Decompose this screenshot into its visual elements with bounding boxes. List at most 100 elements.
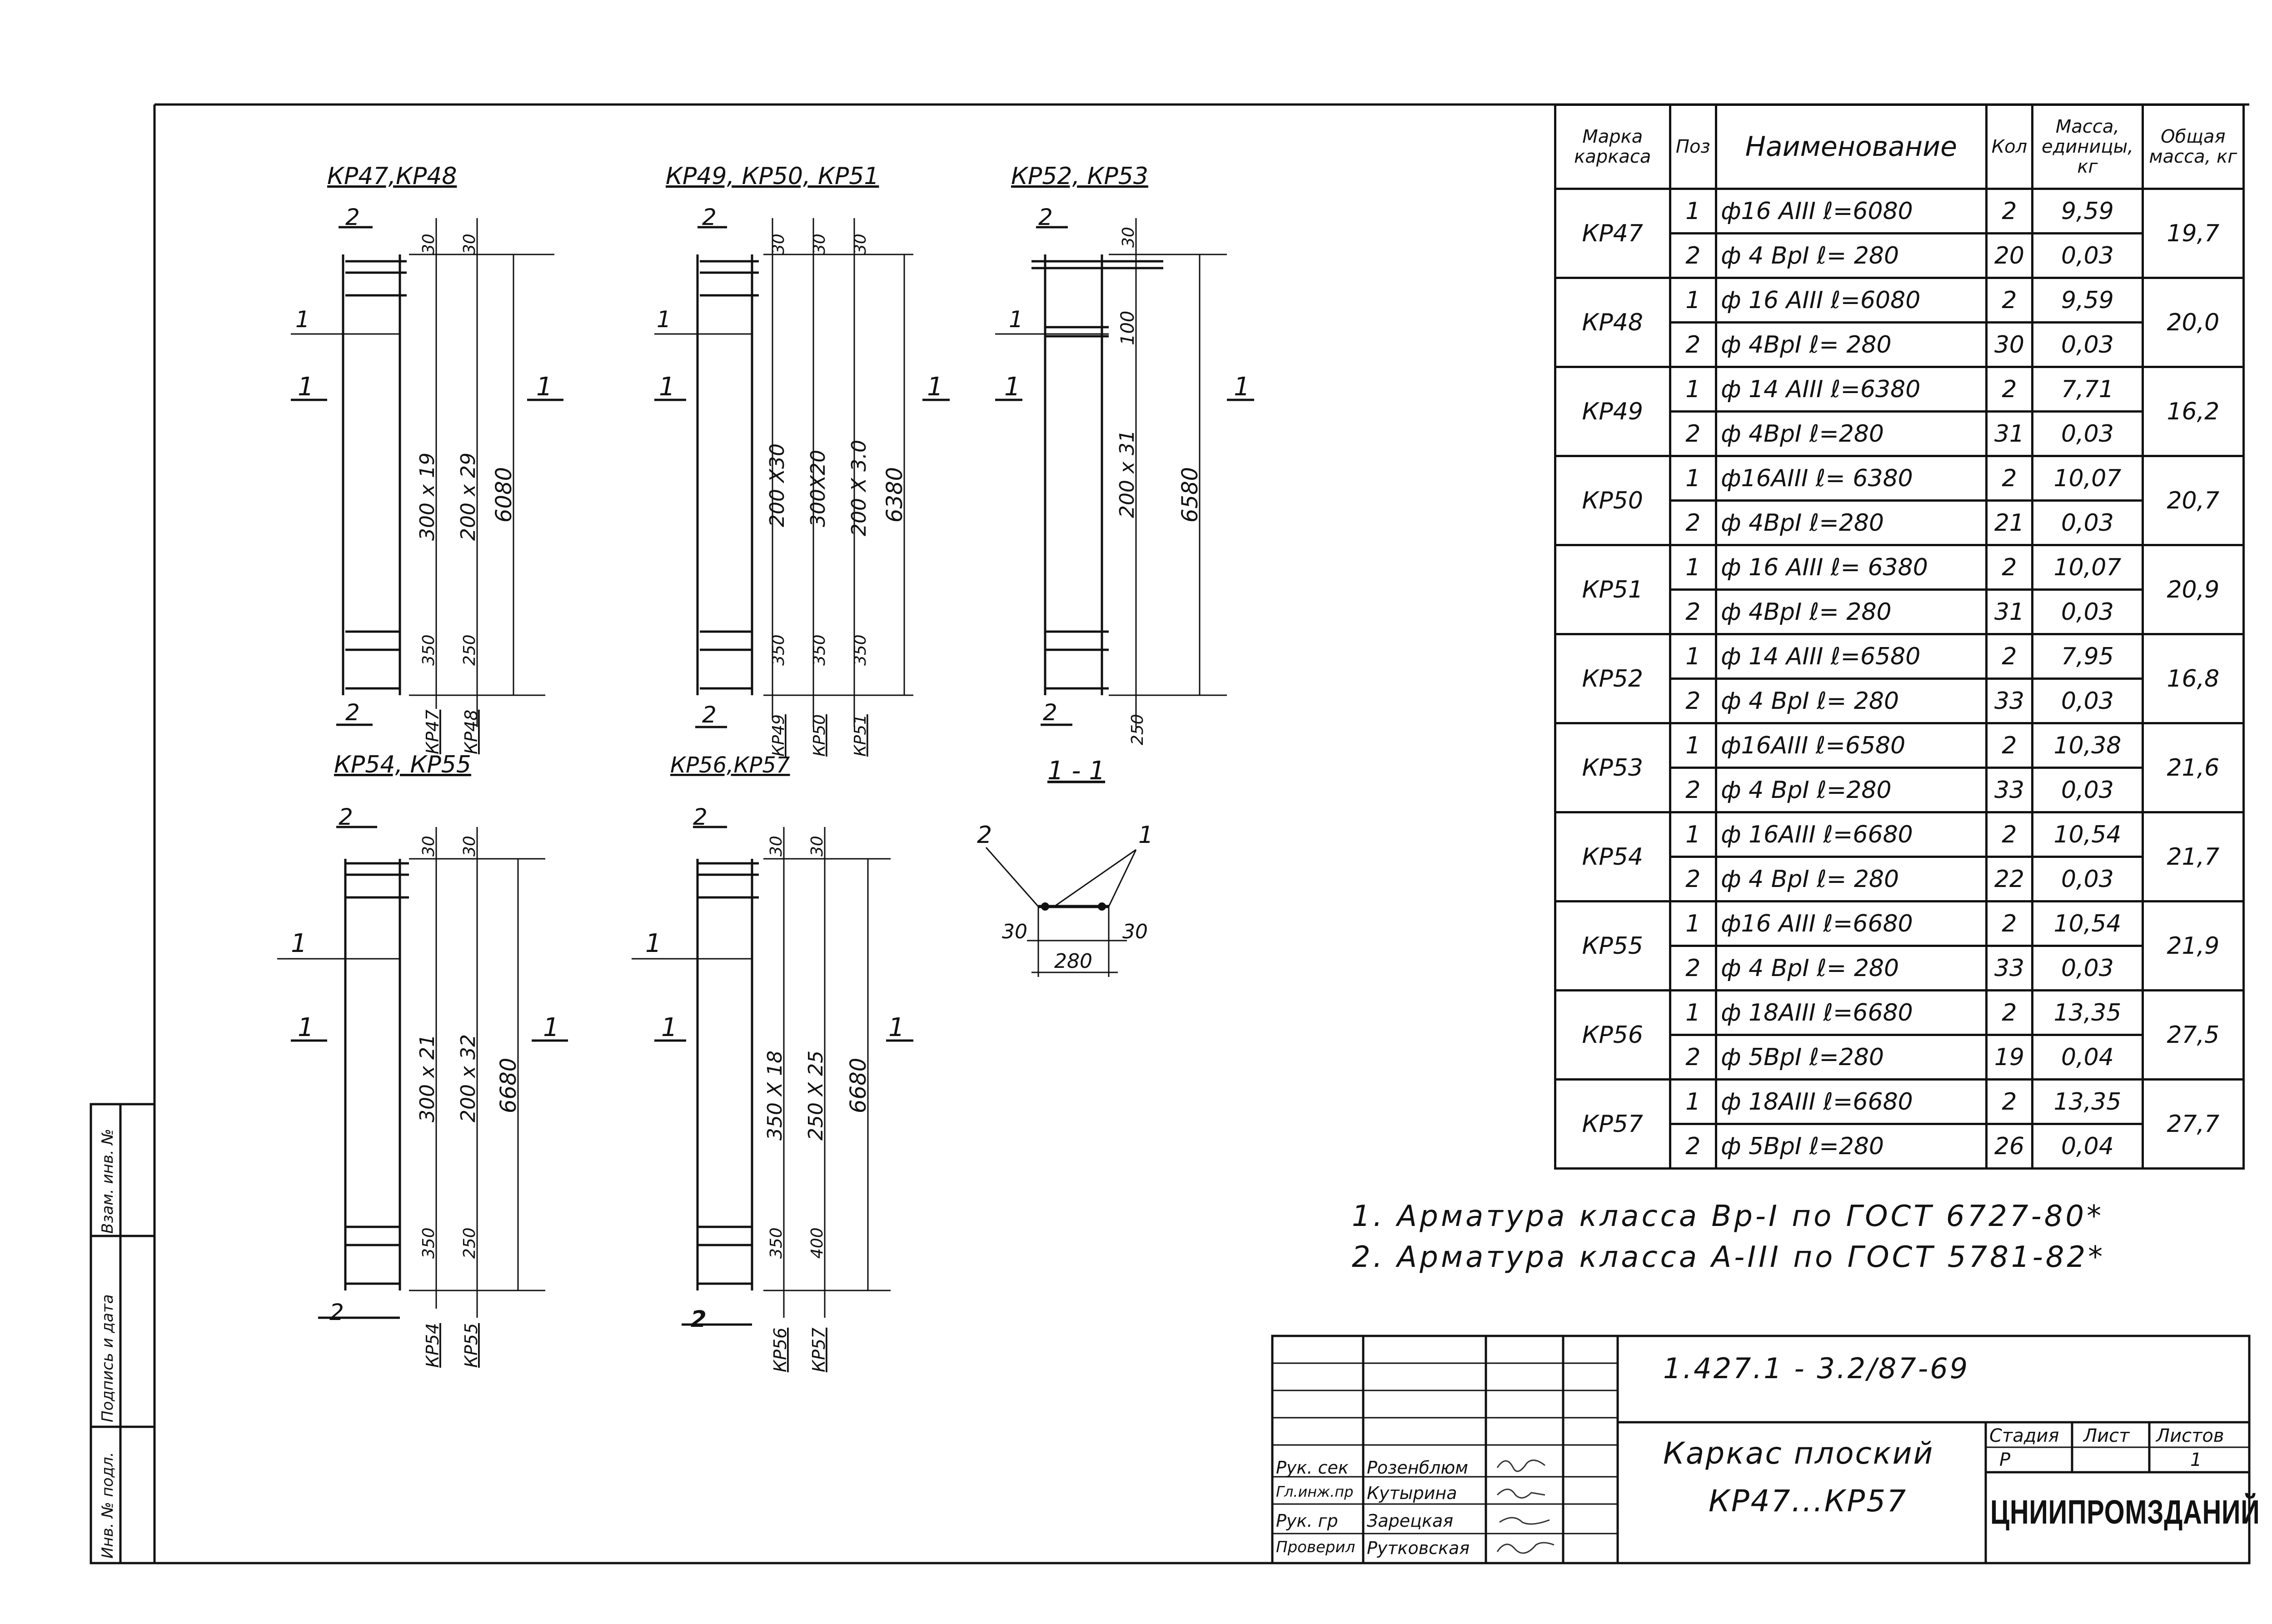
spec-mark: КР54 <box>1554 811 1671 902</box>
spec-total-mass: 20,7 <box>2141 455 2245 546</box>
callout-1-left: 1 <box>1004 372 1021 402</box>
callout-2-top: 2 <box>339 804 353 830</box>
spec-unit-mass: 0,04 <box>2031 1123 2144 1170</box>
dim-spacing-2: 200 х 31 <box>1116 430 1139 518</box>
dim-top-1: 30 <box>419 836 438 857</box>
stamp-sign-date: Подпись и дата <box>99 1294 117 1422</box>
spec-unit-mass: 10,38 <box>2031 722 2144 769</box>
spec-mark: КР56 <box>1554 989 1671 1081</box>
title-line-2: КР47...КР57 <box>1709 1484 1908 1519</box>
spec-pos: 2 <box>1669 1123 1718 1170</box>
dim-spacing-2: 250 Х 25 <box>804 1051 827 1141</box>
spec-qty: 2 <box>1985 633 2034 680</box>
dim-bottom-2: 250 <box>460 634 479 666</box>
spec-total-mass: 19,7 <box>2141 188 2245 279</box>
callout-1-upper: 1 <box>295 306 310 333</box>
stamp-inv-orig: Инв. № подл. <box>99 1452 117 1559</box>
spec-name: ф 4 ВрI ℓ= 280 <box>1715 232 1988 279</box>
spec-qty: 2 <box>1985 722 2034 769</box>
spec-pos: 1 <box>1669 544 1718 591</box>
spec-total-mass: 20,9 <box>2141 544 2245 635</box>
spec-pos: 1 <box>1669 1078 1718 1125</box>
signature-1 <box>1496 1460 1545 1472</box>
spec-pos: 1 <box>1669 455 1718 502</box>
callout-1-right: 1 <box>536 372 553 402</box>
spec-unit-mass: 7,95 <box>2031 633 2144 680</box>
callout-1-upper: 1 <box>1009 306 1023 333</box>
callout-1-right: 1 <box>1234 372 1250 402</box>
callout-2-bottom: 2 <box>702 702 717 728</box>
dim-spacing-2: 300Х20 <box>807 450 830 527</box>
dim-spacing-2: 200 х 29 <box>457 453 480 541</box>
dim-bottom-1: 350 <box>419 1227 438 1259</box>
spec-qty: 2 <box>1985 811 2034 858</box>
spec-pos: 2 <box>1669 321 1718 368</box>
callout-1-left: 1 <box>659 372 675 402</box>
spec-mark: КР52 <box>1554 633 1671 724</box>
name-3: Зарецкая <box>1367 1511 1454 1531</box>
spec-unit-mass: 0,03 <box>2031 588 2144 635</box>
spec-mark: КР53 <box>1554 722 1671 813</box>
spec-name: ф 4ВрI ℓ= 280 <box>1715 321 1988 368</box>
callout-1-upper: 1 <box>645 929 662 958</box>
spec-name: ф 4 ВрI ℓ= 280 <box>1715 856 1988 902</box>
signature-2 <box>1496 1489 1545 1499</box>
title-block-grid <box>1271 1335 2251 1564</box>
spec-pos: 1 <box>1669 188 1718 234</box>
spec-qty: 33 <box>1985 767 2034 813</box>
dim-length: 6680 <box>496 1058 521 1113</box>
spec-qty: 31 <box>1985 588 2034 635</box>
spec-name: ф 4 ВрI ℓ= 280 <box>1715 677 1988 724</box>
callout-1-left: 1 <box>298 372 314 402</box>
spec-qty: 31 <box>1985 410 2034 457</box>
frame-drawing-kp52-kp53: КР52, КР53 30 100 200 х 31 6580 250 2 <box>995 163 1254 745</box>
spec-total-mass: 16,2 <box>2141 366 2245 457</box>
org-name: ЦНИИПРОМЗДАНИЙ <box>1990 1493 2260 1531</box>
dim-length: 6680 <box>846 1058 871 1113</box>
spec-pos: 2 <box>1669 410 1718 457</box>
role-3: Рук. гр <box>1276 1511 1338 1531</box>
spec-name: ф 16 АIII ℓ=6080 <box>1715 277 1988 324</box>
spec-qty: 2 <box>1985 188 2034 234</box>
spec-name: ф16 АIII ℓ=6080 <box>1715 188 1988 234</box>
spec-mark: КР50 <box>1554 455 1671 546</box>
name-4: Рутковская <box>1367 1538 1470 1558</box>
spec-qty: 33 <box>1985 945 2034 991</box>
spec-unit-mass: 0,03 <box>2031 499 2144 546</box>
spec-name: ф 16 АIII ℓ= 6380 <box>1715 544 1988 591</box>
spec-pos: 2 <box>1669 767 1718 813</box>
spec-name: ф16АIII ℓ= 6380 <box>1715 455 1988 502</box>
dim-top-1: 30 <box>419 234 438 254</box>
spec-mark: КР55 <box>1554 900 1671 991</box>
frame-drawing-kp54-kp55: КР54, КР55 30 30 300 х 21 200 х 32 6680 <box>277 751 568 1368</box>
spec-mark: КР47 <box>1554 188 1671 279</box>
spec-qty: 2 <box>1985 455 2034 502</box>
section-rebar-2 <box>1098 902 1106 911</box>
spec-unit-mass: 9,59 <box>2031 277 2144 324</box>
spec-qty: 33 <box>1985 677 2034 724</box>
variant-label-2: КР50 <box>810 714 829 757</box>
spec-unit-mass: 0,03 <box>2031 677 2144 724</box>
role-2: Гл.инж.пр <box>1276 1483 1354 1500</box>
spec-unit-mass: 0,03 <box>2031 321 2144 368</box>
dim-top-1: 30 <box>1119 227 1138 248</box>
drawing-title: КР49, КР50, КР51 <box>666 163 879 190</box>
dim-bottom-3: 350 <box>851 634 870 666</box>
side-stamp: Взам. инв. № Подпись и дата Инв. № подл. <box>90 1103 156 1564</box>
callout-2-top: 2 <box>702 204 717 230</box>
spec-mark: КР51 <box>1554 544 1671 635</box>
signature-4 <box>1496 1542 1555 1554</box>
spec-name: ф 18АIII ℓ=6680 <box>1715 1078 1988 1125</box>
spec-pos: 2 <box>1669 856 1718 902</box>
dim-top-2: 30 <box>460 836 479 857</box>
